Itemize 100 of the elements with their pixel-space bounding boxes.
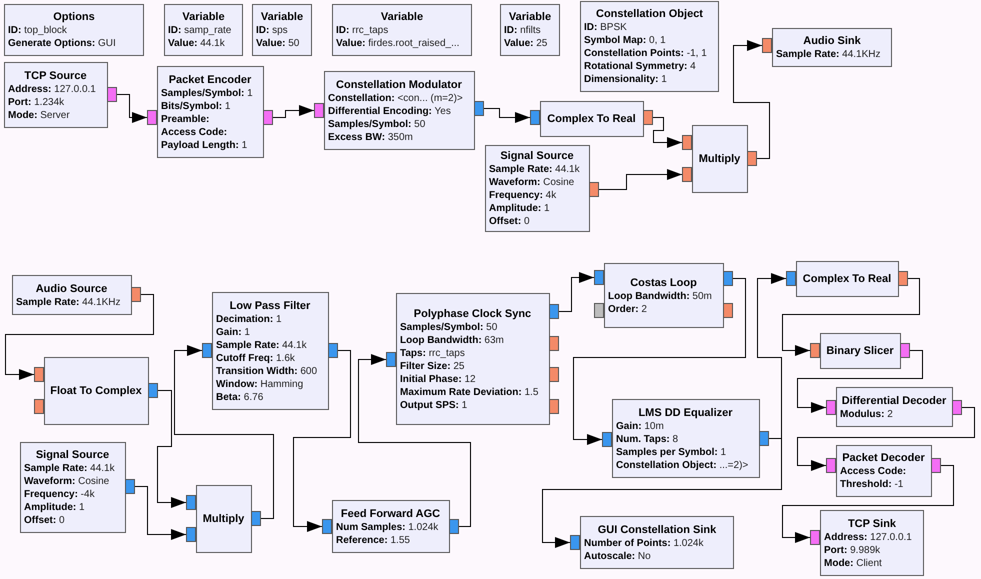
block-title: Packet Decoder (842, 451, 925, 465)
parameter-text: ID: rrc_taps (336, 24, 388, 37)
connector-arrow (174, 345, 274, 519)
parameter-text: Symbol Map: 0, 1 (584, 34, 666, 47)
connector-arrow (797, 407, 975, 471)
parameter-text: Beta: 6.76 (216, 390, 264, 404)
parameter-text: ID: nfilts (504, 24, 541, 37)
block-title: Polyphase Clock Sync (414, 306, 532, 320)
block-title: Variable (182, 10, 225, 24)
connector-arrow (358, 354, 471, 527)
parameter-text: Samples per Symbol: 1 (616, 446, 726, 458)
block-title: Feed Forward AGC (340, 506, 440, 520)
parameter-text: Sample Rate: 44.1k (216, 338, 307, 352)
block-title: Variable (380, 10, 424, 24)
block-title: Constellation Modulator (336, 78, 462, 92)
parameter-text: Dimensionality: 1 (584, 73, 667, 86)
process-block (252, 4, 312, 56)
parameter-text: ID: samp_rate (168, 24, 232, 37)
parameter-text: Decimation: 1 (216, 312, 282, 326)
block-title: Audio Sink (803, 34, 861, 48)
connector-arrow (797, 350, 923, 413)
process-block (762, 28, 892, 67)
block-title: Signal Source (36, 448, 110, 462)
parameter-text: Address: 127.0.0.1 (824, 530, 912, 544)
parameter-text: Offset: 0 (24, 514, 65, 527)
parameter-text: Payload Length: 1 (161, 138, 248, 152)
parameter-text: Samples/Symbol: 50 (328, 118, 426, 130)
block-title: Complex To Real (802, 272, 892, 286)
connector-arrow (782, 465, 954, 543)
process-block (4, 62, 117, 128)
parameter-text: Number of Points: 1.024k (584, 536, 704, 550)
parameter-text: Sample Rate: 44.1k (24, 462, 115, 475)
parameter-text: Rotational Symmetry: 4 (584, 60, 696, 73)
connector-arrow (652, 117, 682, 148)
block-title: Multiply (202, 512, 244, 526)
connector-arrow (116, 94, 148, 123)
parameter-text: Sample Rate: 44.1KHz (776, 48, 880, 61)
connector-arrow (598, 169, 682, 190)
parameter-text: Gain: 1 (216, 326, 250, 338)
connector-arrow (293, 350, 351, 532)
connector-arrow (272, 105, 314, 118)
process-block (810, 510, 924, 576)
parameter-text: Initial Phase: 12 (400, 372, 476, 386)
parameter-text: Output SPS: 1 (400, 398, 468, 412)
process-block (500, 4, 560, 56)
process-block (530, 101, 653, 137)
parameter-text: Taps: rrc_taps (400, 346, 465, 360)
parameter-text: Modulus: 2 (840, 408, 893, 420)
parameter-text: Loop Bandwidth: 50m (608, 290, 712, 302)
parameter-text: Autoscale: No (584, 550, 651, 562)
parameter-text: Generate Options: GUI (8, 37, 116, 50)
connector-arrow (558, 272, 594, 312)
parameter-text: Filter Size: 25 (400, 360, 464, 372)
parameter-text: Port: 9.989k (824, 544, 880, 556)
parameter-text: Maximum Rate Deviation: 1.5 (400, 386, 538, 398)
connector-arrow (542, 438, 782, 548)
parameter-text: Frequency: -4k (24, 488, 95, 501)
block-title: Variable (508, 10, 552, 24)
parameter-text: ID: sps (256, 24, 288, 37)
process-block (485, 145, 599, 232)
block-title: Packet Encoder (168, 72, 252, 86)
parameter-text: Access Code: (840, 465, 906, 478)
connector-arrow (5, 294, 154, 380)
block-title: Signal Source (500, 149, 574, 163)
parameter-text: Samples/Symbol: 50 (400, 320, 498, 334)
block-title: Options (53, 10, 95, 24)
process-block (4, 4, 144, 56)
block-title: LMS DD Equalizer (638, 406, 733, 420)
parameter-text: Value: firdes.root_raised_... (336, 37, 460, 50)
parameter-text: Value: 44.1k (168, 37, 225, 50)
parameter-text: Waveform: Cosine (24, 475, 110, 488)
connector-arrow (573, 278, 746, 445)
parameter-text: Cutoff Freq: 1.6k (216, 352, 295, 364)
block-title: Differential Decoder (842, 394, 946, 408)
block-title: Float To Complex (50, 384, 142, 398)
parameter-text: Constellation: <con... (m=2)> (328, 92, 463, 104)
process-block (12, 275, 141, 315)
block-title: Low Pass Filter (230, 298, 310, 312)
parameter-text: Amplitude: 1 (24, 501, 85, 514)
parameter-text: Excess BW: 350m (328, 130, 413, 144)
connector-arrow (157, 390, 186, 508)
parameter-text: Num. Taps: 8 (616, 432, 678, 446)
connector-arrow (782, 278, 920, 356)
parameter-text: Sample Rate: 44.1k (489, 163, 580, 176)
block-title: Multiply (698, 152, 740, 166)
parameter-text: Transition Width: 600 (216, 364, 318, 378)
process-block (570, 516, 734, 569)
block-title: Costas Loop (630, 276, 697, 290)
process-block (580, 1, 719, 92)
process-block (164, 4, 243, 56)
block-title: Complex To Real (547, 112, 636, 126)
parameter-text: Window: Hamming (216, 378, 304, 390)
parameter-text: Bits/Symbol: 1 (161, 100, 230, 112)
process-block (332, 4, 472, 56)
parameter-text: Reference: 1.55 (336, 534, 410, 546)
parameter-text: Order: 2 (608, 302, 647, 316)
connector-arrow (484, 108, 530, 123)
parameter-text: Mode: Server (8, 108, 70, 122)
parameter-text: Value: 25 (504, 37, 548, 50)
parameter-text: Constellation Points: -1, 1 (584, 47, 707, 60)
